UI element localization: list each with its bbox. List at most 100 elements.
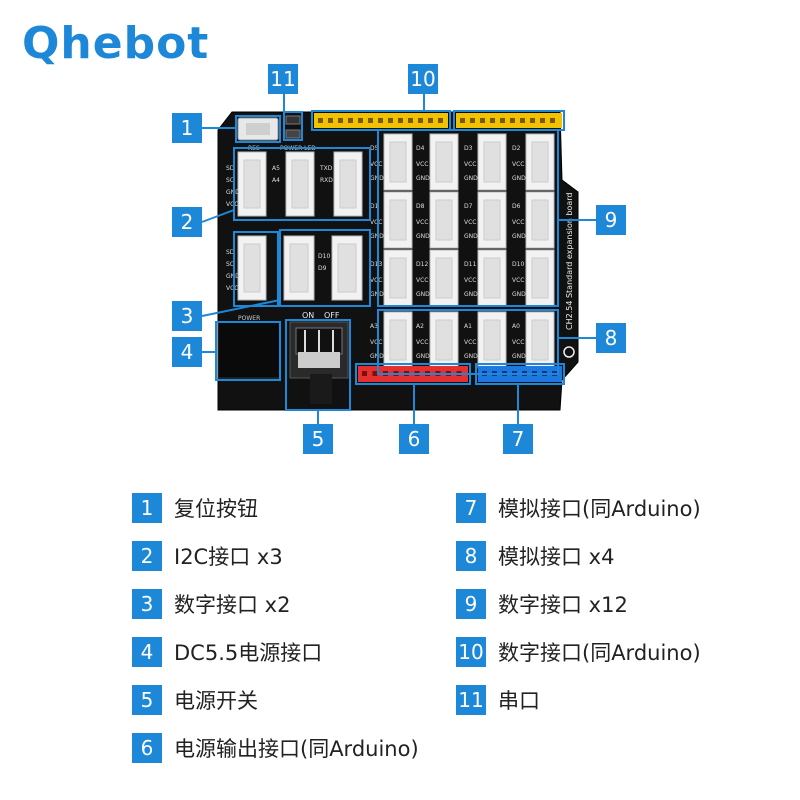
connector-inner	[337, 243, 357, 293]
pin-label: D8	[416, 203, 425, 210]
header-pin	[428, 118, 433, 123]
highlight-9	[377, 129, 559, 307]
pin-label: A2	[416, 323, 424, 330]
connector-inner	[531, 257, 549, 299]
connector-inner	[435, 319, 453, 361]
pin-label: GND	[512, 175, 526, 182]
connector-inner	[289, 243, 309, 293]
pin-label: GND	[416, 175, 430, 182]
pin-label: GND	[416, 353, 430, 360]
pin-label: D4	[416, 145, 425, 152]
header-pin	[328, 118, 333, 123]
header-pin	[520, 118, 525, 123]
pin-label: D9	[318, 265, 327, 272]
leader-2	[201, 209, 235, 223]
highlight-11	[283, 111, 303, 141]
connector-inner	[291, 159, 309, 209]
pin-label: VCC	[226, 285, 238, 292]
header-pin	[372, 371, 378, 376]
power-label: POWER	[238, 315, 260, 322]
callout-3: 3	[172, 301, 202, 331]
pin-label: VCC	[416, 277, 428, 284]
header-pin	[480, 118, 485, 123]
connector-inner	[435, 141, 453, 183]
callout-11: 11	[268, 64, 298, 94]
pin-label: VCC	[370, 339, 382, 346]
header-pin	[338, 118, 343, 123]
pin-label: D6	[512, 203, 521, 210]
connector-inner	[339, 159, 357, 209]
pin-label: D11	[464, 261, 476, 268]
pin-label: VCC	[464, 277, 476, 284]
highlight-8	[377, 309, 559, 375]
pin-label: A3	[370, 323, 378, 330]
callout-9: 9	[596, 205, 626, 235]
highlight-3	[279, 229, 371, 307]
pin-label: VCC	[416, 161, 428, 168]
pin-label: GND	[512, 233, 526, 240]
pin-label: SD	[226, 249, 235, 256]
board-title: CH2.54 Standard expansion board	[565, 193, 574, 330]
callout-5: 5	[303, 424, 333, 454]
pin-label: VCC	[512, 161, 524, 168]
pin-label: GND	[512, 291, 526, 298]
connector-inner	[389, 319, 407, 361]
pin-label: D1	[370, 203, 379, 210]
pin-label: A4	[272, 177, 280, 184]
pin-label: TXD	[319, 165, 333, 172]
pin-label: GND	[416, 291, 430, 298]
highlight-2	[233, 147, 371, 221]
callout-7: 7	[503, 424, 533, 454]
pin-label: D7	[464, 203, 473, 210]
pin-label: VCC	[370, 161, 382, 168]
pin-label: VCC	[512, 219, 524, 226]
pin-label: A0	[512, 323, 520, 330]
pin-label: SD	[226, 165, 235, 172]
connector-inner	[483, 257, 501, 299]
connector-inner	[389, 257, 407, 299]
callout-6: 6	[399, 424, 429, 454]
header-pin	[378, 118, 383, 123]
pin-label: VCC	[512, 339, 524, 346]
pin-label: GND	[464, 233, 478, 240]
pin-label: GND	[464, 175, 478, 182]
header-pin	[388, 118, 393, 123]
connector-inner	[483, 319, 501, 361]
pin-label: D3	[464, 145, 473, 152]
pin-label: GND	[464, 291, 478, 298]
pin-label: D13	[370, 261, 382, 268]
highlight-7	[475, 363, 565, 385]
header-pin	[348, 118, 353, 123]
connector-inner	[483, 141, 501, 183]
header-pin	[408, 118, 413, 123]
connector-inner	[531, 199, 549, 241]
pin-label: GND	[464, 353, 478, 360]
connector-inner	[243, 159, 261, 209]
callout-1: 1	[172, 113, 202, 143]
pin-label: VCC	[512, 277, 524, 284]
header-pin	[550, 118, 555, 123]
connector-inner	[531, 319, 549, 361]
leader-3	[201, 299, 281, 317]
header-pin	[460, 118, 465, 123]
pin-label: D12	[416, 261, 428, 268]
dc-jack	[217, 321, 281, 379]
pin-label: SC	[226, 177, 234, 184]
pin-label: VCC	[370, 219, 382, 226]
pin-label: VCC	[416, 339, 428, 346]
header-pin	[500, 118, 505, 123]
pin-label: GND	[512, 353, 526, 360]
callout-2: 2	[172, 207, 202, 237]
connector-inner	[483, 199, 501, 241]
pin-label: GND	[416, 233, 430, 240]
connector-inner	[435, 257, 453, 299]
pin-label: VCC	[464, 219, 476, 226]
header-pin	[490, 118, 495, 123]
header-pin	[318, 118, 323, 123]
pin-label: D5	[370, 145, 379, 152]
connector-inner	[531, 141, 549, 183]
header-pin	[438, 118, 443, 123]
off-label: OFF	[324, 311, 340, 320]
callout-10: 10	[408, 64, 438, 94]
pin-label: VCC	[464, 339, 476, 346]
